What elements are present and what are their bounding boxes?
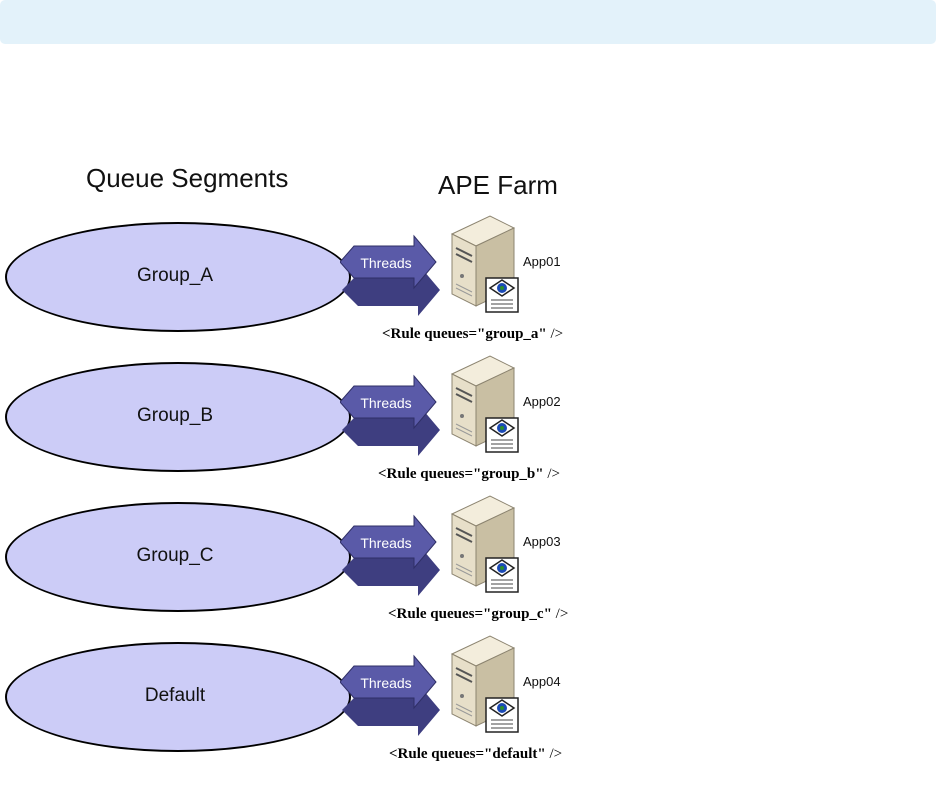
queue-segment-ellipse bbox=[5, 642, 351, 752]
threads-arrow bbox=[340, 514, 440, 596]
server-icon bbox=[450, 215, 519, 313]
segment-row: Group_B Threads App02 <Rule queues="grou… bbox=[0, 355, 936, 512]
threads-label: Threads bbox=[360, 675, 412, 691]
queue-segment-label: Default bbox=[144, 685, 206, 706]
rule-config-text: <Rule queues="group_a" /> bbox=[382, 326, 564, 342]
threads-arrow bbox=[340, 234, 440, 316]
threads-arrow bbox=[340, 374, 440, 456]
queue-segments-heading: Queue Segments bbox=[86, 163, 289, 193]
server-icon bbox=[450, 635, 519, 733]
threads-label: Threads bbox=[360, 535, 412, 551]
ape-farm-heading: APE Farm bbox=[438, 170, 558, 200]
queue-segment-label: Group_A bbox=[136, 265, 214, 286]
top-bar bbox=[0, 0, 936, 44]
server-icon bbox=[450, 495, 519, 593]
server-name: App04 bbox=[523, 674, 561, 689]
rule-config-text: <Rule queues="group_b" /> bbox=[378, 466, 560, 482]
server-icon bbox=[450, 355, 519, 453]
queue-segment-ellipse bbox=[5, 362, 351, 472]
queue-segment-ellipse bbox=[5, 222, 351, 332]
segment-row: Default Threads App04 <Rule queues="defa… bbox=[0, 635, 936, 792]
rule-config-text: <Rule queues="group_c" /> bbox=[388, 606, 569, 622]
threads-arrow bbox=[340, 654, 440, 736]
rule-config-text: <Rule queues="default" /> bbox=[389, 746, 563, 762]
server-name: App02 bbox=[523, 394, 561, 409]
queue-segment-ellipse bbox=[5, 502, 351, 612]
queue-segment-label: Group_C bbox=[136, 545, 214, 566]
server-name: App03 bbox=[523, 534, 561, 549]
threads-label: Threads bbox=[360, 395, 412, 411]
server-name: App01 bbox=[523, 254, 561, 269]
segment-row: Group_A Threads App01 <Rule queues="grou… bbox=[0, 215, 936, 372]
threads-label: Threads bbox=[360, 255, 412, 271]
segment-row: Group_C Threads App03 <Rule queues="grou… bbox=[0, 495, 936, 652]
queue-segment-label: Group_B bbox=[136, 405, 214, 426]
